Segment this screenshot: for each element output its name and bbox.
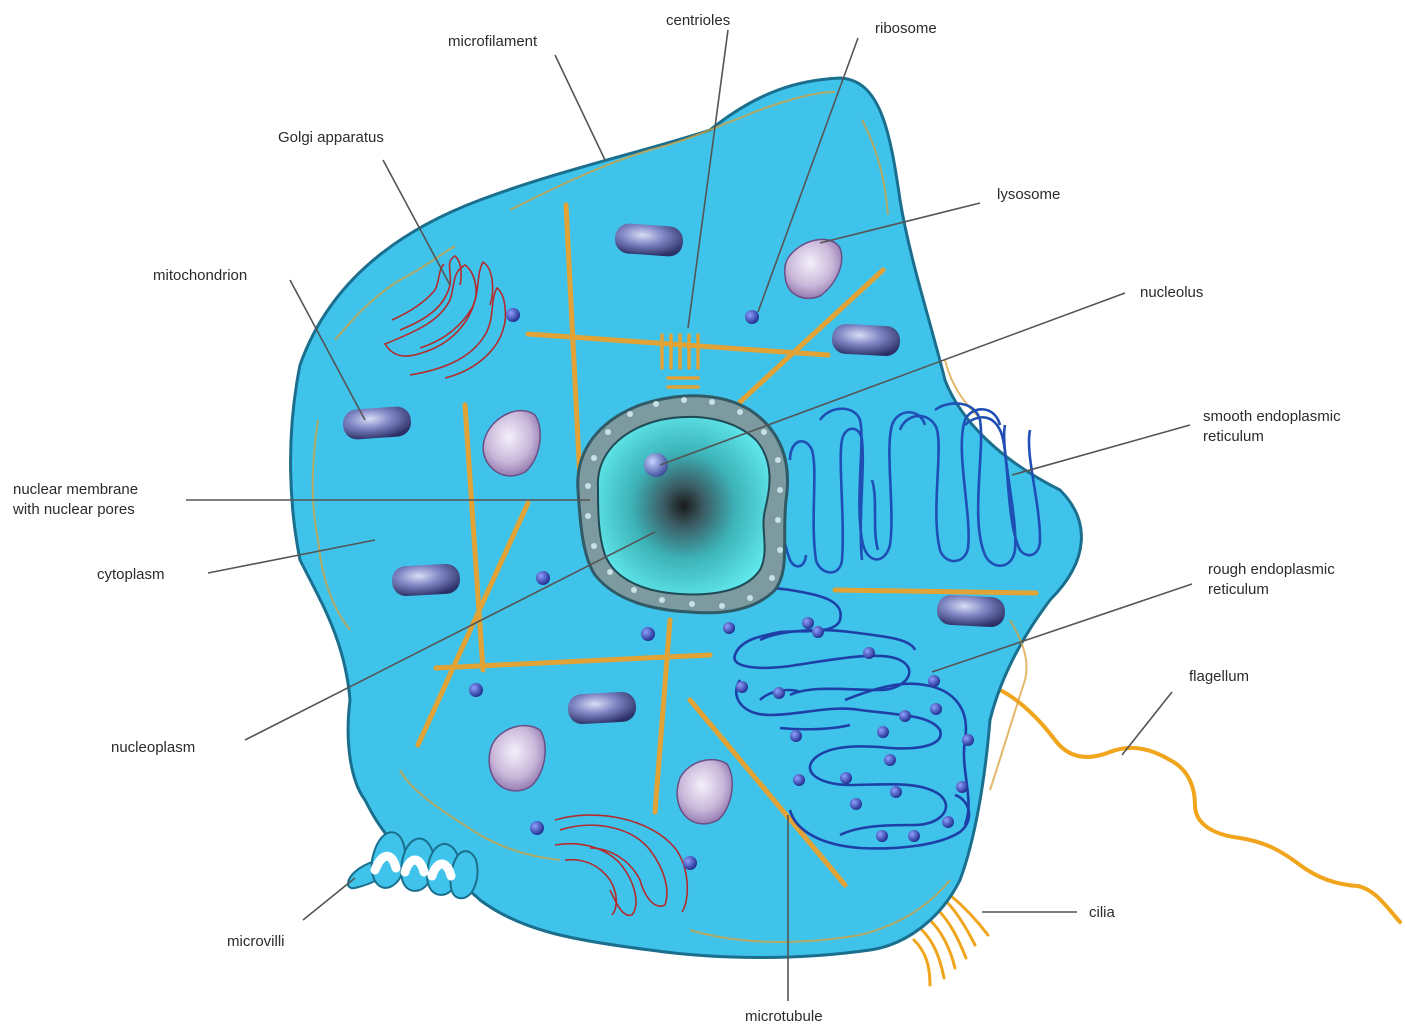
label-ribosome: ribosome [875, 20, 937, 37]
label-mitochondrion: mitochondrion [153, 267, 247, 284]
nucleolus [644, 453, 668, 477]
label-cilia: cilia [1089, 904, 1115, 921]
label-nuclear-membrane-line2: with nuclear pores [12, 501, 135, 518]
label-lysosome: lysosome [997, 186, 1060, 203]
label-nucleoplasm: nucleoplasm [111, 739, 195, 756]
label-microtubule: microtubule [745, 1008, 823, 1025]
flagellum [1000, 690, 1400, 922]
label-rough-er-line1: rough endoplasmic [1208, 561, 1335, 578]
label-microvilli: microvilli [227, 933, 285, 950]
label-nucleolus: nucleolus [1140, 284, 1203, 301]
label-cytoplasm: cytoplasm [97, 566, 165, 583]
label-rough-er-line2: reticulum [1208, 581, 1269, 598]
label-golgi-apparatus: Golgi apparatus [278, 129, 384, 146]
label-nuclear-membrane-line1: nuclear membrane [13, 481, 138, 498]
label-flagellum: flagellum [1189, 668, 1249, 685]
label-smooth-er-line1: smooth endoplasmic [1203, 408, 1341, 425]
label-microfilament: microfilament [448, 33, 538, 50]
label-centrioles: centrioles [666, 12, 730, 29]
nucleoplasm [598, 417, 770, 595]
label-smooth-er-line2: reticulum [1203, 428, 1264, 445]
